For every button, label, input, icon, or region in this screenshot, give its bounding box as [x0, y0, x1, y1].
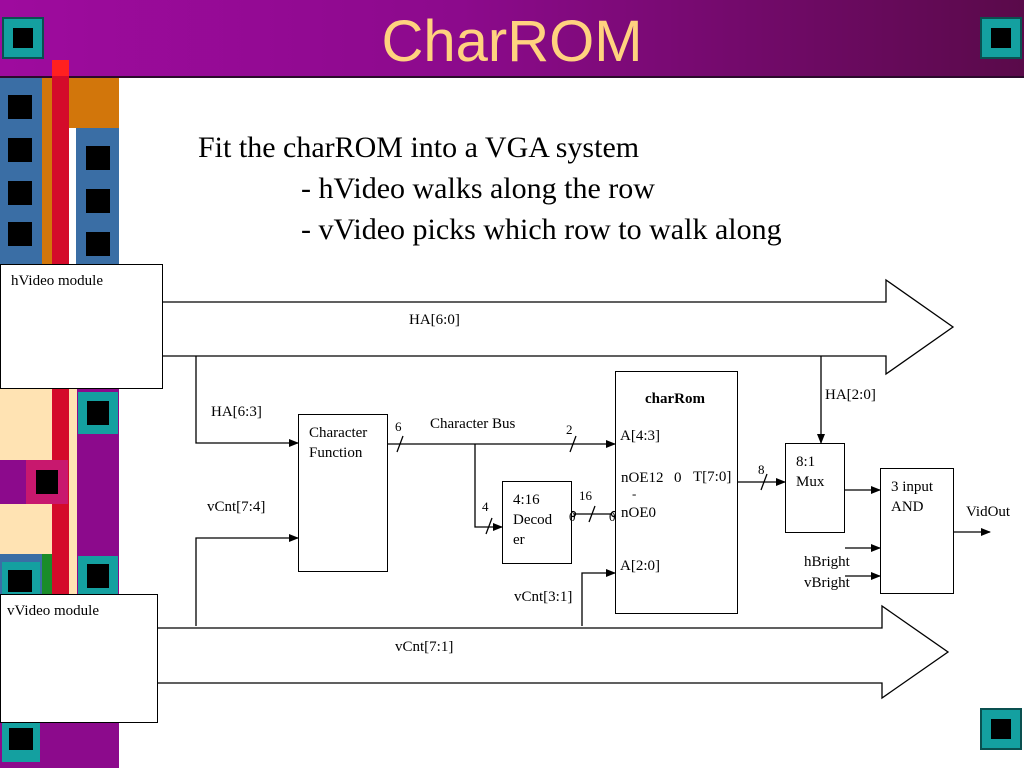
intro-line-1: Fit the charROM into a VGA system — [198, 131, 640, 164]
vvideo-module-box: vVideo module — [0, 594, 158, 723]
character-function-block: Character Function — [298, 414, 388, 572]
port-a20: A[2:0] — [620, 558, 660, 574]
corner-tile-top-right — [980, 17, 1022, 59]
decoder-line-1: 4:16 — [513, 492, 540, 508]
signal-vidout: VidOut — [966, 504, 1011, 520]
character-function-line-2: Function — [309, 445, 363, 461]
decoder-block: 4:16 Decod er — [502, 481, 572, 564]
character-function-line-1: Character — [309, 425, 368, 441]
intro-line-2: - hVideo walks along the row — [301, 172, 655, 205]
signal-ha63: HA[6:3] — [211, 404, 262, 420]
port-t70: T[7:0] — [693, 469, 732, 485]
signal-vcnt74: vCnt[7:4] — [207, 499, 266, 515]
and-gate-block: 3 input AND — [880, 468, 954, 594]
ha-bus-arrow — [160, 278, 955, 376]
port-noe12-digit: 0 — [674, 470, 682, 486]
port-noe12: nOE12 — [621, 470, 664, 486]
corner-tile-top-left — [2, 17, 44, 59]
bus-width-8: 8 — [758, 462, 765, 477]
intro-text: Fit the charROM into a VGA system - hVid… — [198, 127, 782, 250]
bus-width-4: 4 — [482, 499, 489, 514]
bus-width-2: 2 — [566, 422, 573, 437]
corner-tile-bottom-right — [980, 708, 1022, 750]
signal-hbright: hBright — [804, 554, 850, 570]
charrom-block: charRom — [615, 371, 738, 614]
mux-block: 8:1 Mux — [785, 443, 845, 533]
bus-width-16: 16 — [579, 488, 592, 503]
vvideo-module-label: vVideo module — [7, 603, 99, 619]
port-noe0-zero: 0 — [609, 509, 616, 524]
port-a43: A[4:3] — [620, 428, 660, 444]
intro-line-3: - vVideo picks which row to walk along — [301, 213, 782, 246]
slide-title: CharROM — [381, 9, 643, 74]
decoder-line-2: Decod — [513, 512, 553, 528]
mux-line-2: Mux — [796, 474, 825, 490]
signal-vcnt31: vCnt[3:1] — [514, 589, 573, 605]
and-gate-line-2: AND — [891, 499, 924, 515]
title-bar: CharROM — [0, 0, 1024, 78]
vcnt-bus-arrow — [155, 604, 950, 700]
signal-ha20: HA[2:0] — [825, 387, 876, 403]
hvideo-module-box: hVideo module — [0, 264, 163, 389]
and-gate-line-1: 3 input — [891, 479, 934, 495]
port-noe12-dash: - — [632, 486, 637, 501]
signal-ha60: HA[6:0] — [409, 312, 460, 328]
charrom-title: charRom — [645, 391, 705, 407]
decoder-line-3: er — [513, 532, 525, 548]
signal-character-bus: Character Bus — [430, 416, 516, 432]
left-decoration — [0, 60, 119, 768]
port-noe0: nOE0 — [621, 505, 656, 521]
signal-vbright: vBright — [804, 575, 850, 591]
mux-line-1: 8:1 — [796, 454, 816, 470]
bus-width-6: 6 — [395, 419, 402, 434]
hvideo-module-label: hVideo module — [11, 273, 103, 289]
signal-vcnt71: vCnt[7:1] — [395, 639, 454, 655]
decoder-output-zero: 0 — [569, 509, 576, 524]
